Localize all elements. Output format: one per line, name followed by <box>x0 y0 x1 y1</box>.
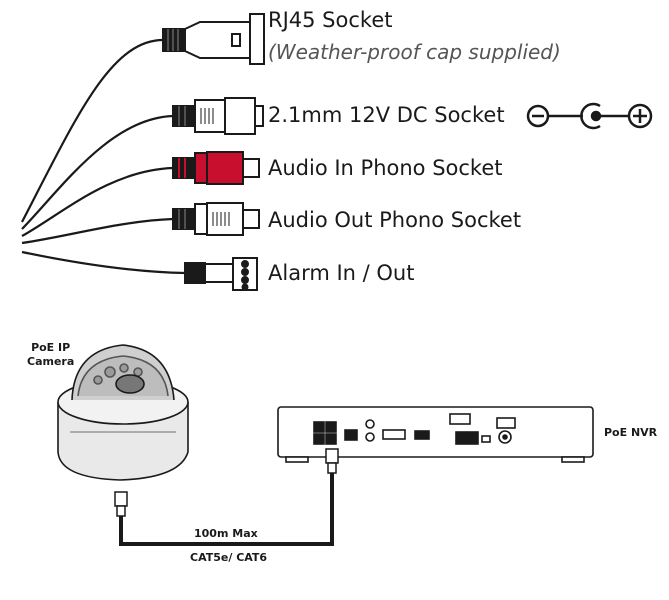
alarm-terminal-icon <box>184 257 258 291</box>
pigtail-cables <box>21 38 186 275</box>
dc-socket-label: 2.1mm 12V DC Socket <box>268 103 505 127</box>
camera-rj45-plug-icon <box>114 491 128 517</box>
audio-in-label: Audio In Phono Socket <box>268 156 503 180</box>
cable-rj45 <box>21 38 164 223</box>
camera-label-line1: PoE IP <box>31 341 71 354</box>
dc-connector-icon <box>172 97 264 135</box>
audio-out-label: Audio Out Phono Socket <box>268 208 522 232</box>
cable-dc <box>21 114 174 230</box>
cable-audio-out <box>21 217 174 245</box>
dc-polarity-icon <box>526 102 653 130</box>
cable-audio-in <box>21 166 174 237</box>
dome-camera-icon <box>57 344 189 481</box>
alarm-label: Alarm In / Out <box>268 261 415 285</box>
cat-cable <box>119 473 334 546</box>
cable-length-label: 100m Max <box>194 527 258 540</box>
rj45-connector-icon <box>162 13 265 65</box>
rj45-note-label: (Weather-proof cap supplied) <box>268 40 561 64</box>
nvr-label: PoE NVR <box>604 426 658 439</box>
nvr-unit-icon <box>277 406 594 463</box>
audio-out-connector-icon <box>172 202 260 236</box>
cable-alarm <box>21 250 186 275</box>
nvr-rj45-plug-icon <box>325 448 339 474</box>
cable-type-label: CAT5e/ CAT6 <box>190 551 268 564</box>
camera-label: PoE IP Camera <box>27 341 74 369</box>
audio-in-connector-icon <box>172 151 260 185</box>
rj45-socket-label: RJ45 Socket <box>268 8 393 32</box>
camera-label-line2: Camera <box>27 355 75 368</box>
